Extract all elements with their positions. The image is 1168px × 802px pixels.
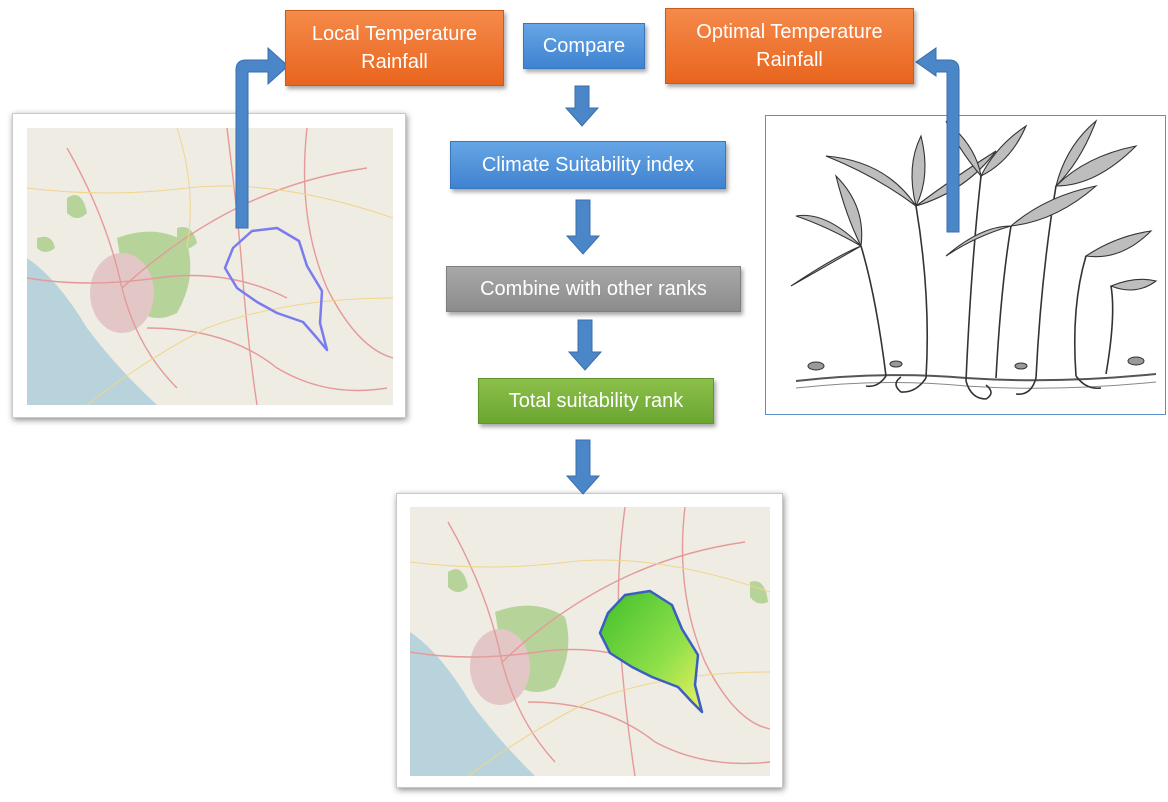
down-arrow-index (565, 199, 601, 255)
optimal-climate-box: Optimal Temperature Rainfall (665, 8, 914, 84)
plant-illustration-frame (765, 115, 1166, 415)
forest-patch (67, 195, 87, 218)
urban-area (470, 629, 530, 705)
suitability-region (598, 589, 704, 714)
local-climate-box: Local Temperature Rainfall (285, 10, 504, 86)
result-map (409, 506, 771, 777)
compare-box: Compare (523, 23, 645, 69)
local-region-map-frame (12, 113, 406, 418)
region-outline (223, 226, 329, 352)
total-suitability-rank-box: Total suitability rank (478, 378, 714, 424)
urban-area (90, 253, 154, 333)
result-map-frame (396, 493, 783, 788)
down-arrow-total (565, 439, 601, 495)
down-arrow-combine (567, 319, 603, 371)
forest-patch (37, 236, 55, 252)
plant-illustration (766, 116, 1165, 414)
forest-patch (448, 569, 468, 592)
down-arrow-compare (564, 85, 600, 127)
climate-suitability-index-box: Climate Suitability index (450, 141, 726, 189)
sea-area (27, 258, 157, 405)
forest-patch (177, 227, 197, 249)
combine-ranks-box: Combine with other ranks (446, 266, 741, 312)
sea-area (410, 632, 535, 776)
local-region-map (26, 127, 394, 406)
